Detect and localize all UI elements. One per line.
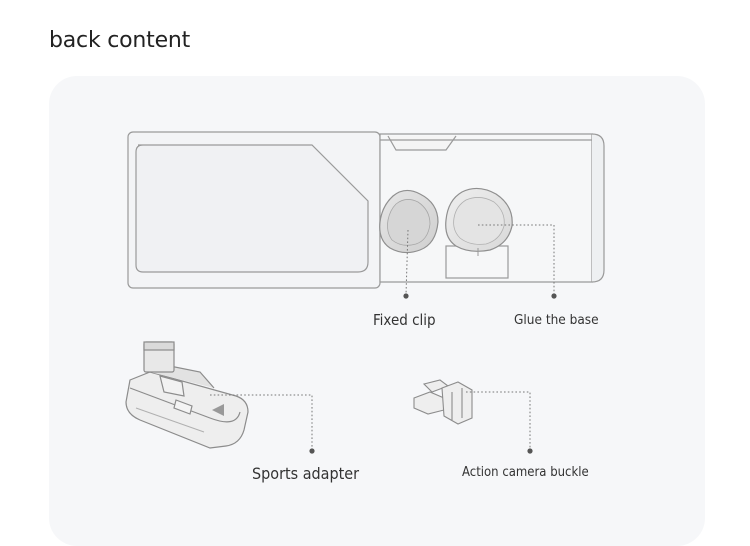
sports-adapter-shape xyxy=(125,341,249,449)
leader-dots xyxy=(309,293,557,454)
glue-base-shape xyxy=(445,187,513,256)
sports-adapter-dot xyxy=(309,448,315,454)
action-buckle-dot xyxy=(527,448,533,454)
glue-base-dot xyxy=(551,293,557,299)
page-heading: back content xyxy=(49,28,191,53)
fixed-clip-label: Fixed clip xyxy=(373,311,436,329)
action-camera-buckle-shape xyxy=(413,379,473,425)
sports-adapter-label: Sports adapter xyxy=(252,464,360,483)
fixed-clip-dot xyxy=(403,293,409,299)
fixed-clip-shape xyxy=(379,189,439,254)
leader-lines xyxy=(210,224,555,450)
case-illustration xyxy=(127,131,605,289)
glue-base-label: Glue the base xyxy=(514,312,599,328)
action-camera-buckle-label: Action camera buckle xyxy=(462,465,589,480)
